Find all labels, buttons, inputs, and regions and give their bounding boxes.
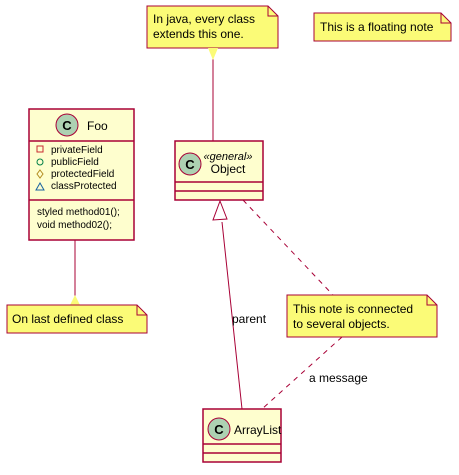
note-foo: On last defined class: [6, 295, 148, 334]
class-object-stereotype-letter: C: [185, 157, 195, 172]
field-public: publicField: [51, 157, 99, 168]
note-connected-line-2: to several objects.: [293, 317, 390, 331]
field-private: privateField: [51, 145, 103, 156]
package-visibility-icon: [35, 181, 45, 191]
field-protected: protectedField: [51, 169, 114, 180]
class-arraylist-name: ArrayList: [234, 423, 282, 437]
class-object-stereotype: «general»: [204, 151, 253, 163]
class-foo-name: Foo: [87, 119, 108, 133]
class-arraylist-stereotype-letter: C: [214, 422, 224, 437]
edge-inheritance-arraylist-object: [212, 199, 243, 410]
note-java-line-1: In java, every class: [153, 12, 255, 26]
field-package: classProtected: [51, 181, 117, 192]
note-floating: This is a floating note: [313, 12, 452, 42]
class-foo-stereotype-letter: C: [62, 118, 72, 133]
class-object-name: Object: [211, 162, 246, 176]
edge-note-to-object-dashed: [242, 199, 334, 296]
class-object[interactable]: C «general» Object: [174, 140, 264, 201]
note-connected: This note is connected to several object…: [286, 294, 438, 338]
class-circle-icon: [178, 152, 202, 176]
edge-note-to-arraylist-dashed: [261, 336, 343, 410]
method-2: void method02();: [37, 220, 112, 231]
edge-label-parent: parent: [232, 312, 267, 326]
note-foo-text: On last defined class: [12, 312, 123, 326]
class-foo[interactable]: C Foo privateField publicField protected…: [28, 108, 135, 241]
class-circle-icon: [55, 113, 79, 137]
public-visibility-icon: [36, 158, 44, 166]
edge-label-message: a message: [309, 371, 368, 385]
note-floating-text: This is a floating note: [320, 20, 434, 34]
class-arraylist[interactable]: C ArrayList: [202, 408, 282, 463]
protected-visibility-icon: [36, 169, 44, 179]
note-java-line-2: extends this one.: [153, 27, 244, 41]
private-visibility-icon: [36, 145, 44, 153]
method-1: styled method01();: [37, 207, 120, 218]
note-java: In java, every class extends this one.: [146, 5, 279, 60]
class-circle-icon: [207, 417, 231, 441]
inheritance-arrowhead: [212, 199, 228, 221]
note-connected-line-1: This note is connected: [293, 302, 413, 316]
